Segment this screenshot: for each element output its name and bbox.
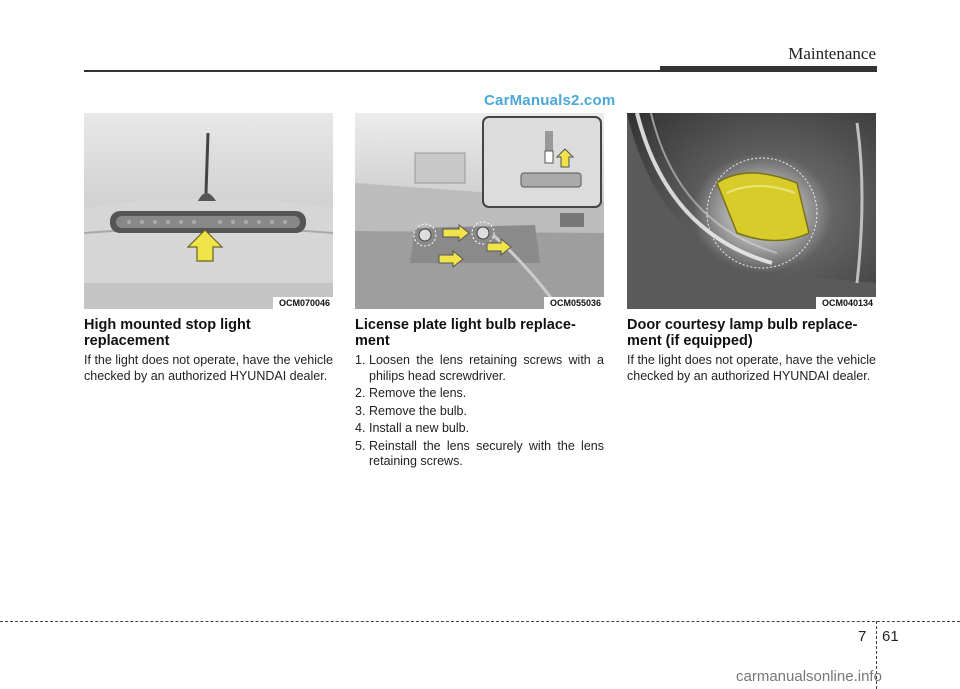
step-number: 1. <box>355 353 366 367</box>
section-body: If the light does not operate, have the … <box>84 353 333 383</box>
step-number: 2. <box>355 386 366 400</box>
courtesy-lamp-illustration <box>627 113 876 309</box>
steps-list: 1.Loosen the lens retaining screws with … <box>355 353 604 470</box>
page-chapter: 7 <box>858 628 867 645</box>
figure-stop-light: OCM070046 <box>84 113 333 309</box>
license-plate-illustration <box>355 113 604 309</box>
section-body: If the light does not operate, have the … <box>627 353 876 383</box>
step-text: Loosen the lens retaining screws with a … <box>369 353 604 383</box>
step-number: 3. <box>355 403 366 418</box>
header-rule-thick <box>660 66 877 72</box>
step-text: Remove the lens. <box>369 386 467 400</box>
stop-light-illustration <box>84 113 333 309</box>
header-rule <box>84 70 660 72</box>
step-number: 5. <box>355 438 366 453</box>
watermark: CarManuals2.com <box>484 92 616 109</box>
section-title: Door courtesy lamp bulb replace-ment (if… <box>627 317 858 349</box>
figure-code: OCM055036 <box>543 297 604 309</box>
site-watermark: carmanualsonline.info <box>736 668 882 685</box>
section-high-mounted-stop-light: OCM070046 High mounted stop light replac… <box>84 113 333 384</box>
step-text: Remove the bulb. <box>369 403 467 418</box>
header-title: Maintenance <box>788 44 876 63</box>
list-item: 2.Remove the lens. <box>355 386 604 402</box>
section-title: High mounted stop light replacement <box>84 317 251 349</box>
figure-license-plate-light: OCM055036 <box>355 113 604 309</box>
figure-code: OCM040134 <box>815 297 876 309</box>
footer-divider <box>0 621 960 622</box>
section-door-courtesy-lamp: OCM040134 Door courtesy lamp bulb replac… <box>627 113 876 384</box>
list-item: 3.Remove the bulb. <box>355 404 604 420</box>
footer-vertical-divider <box>876 621 877 689</box>
figure-door-courtesy-lamp: OCM040134 <box>627 113 876 309</box>
page-number: 61 <box>882 628 899 645</box>
list-item: 1.Loosen the lens retaining screws with … <box>355 353 604 384</box>
list-item: 5.Reinstall the lens securely with the l… <box>355 439 604 470</box>
step-number: 4. <box>355 421 366 435</box>
step-text: Reinstall the lens securely with the len… <box>369 438 604 469</box>
section-license-plate-light: OCM055036 License plate light bulb repla… <box>355 113 604 472</box>
list-item: 4.Install a new bulb. <box>355 421 604 437</box>
section-title: License plate light bulb replace-ment <box>355 317 576 349</box>
figure-code: OCM070046 <box>272 297 333 309</box>
step-text: Install a new bulb. <box>369 421 470 435</box>
